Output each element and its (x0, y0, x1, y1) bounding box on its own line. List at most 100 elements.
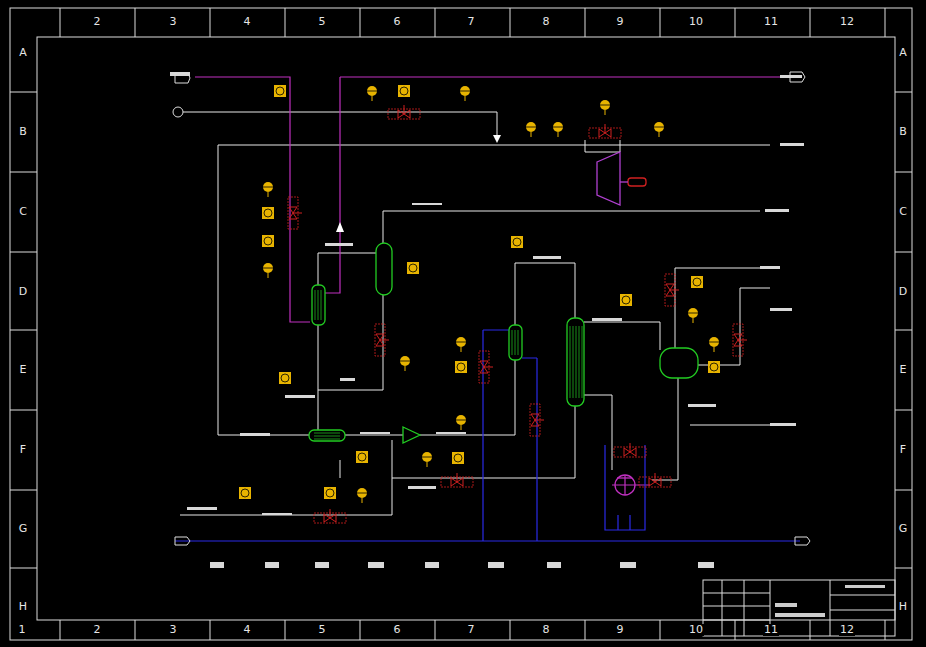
grid-reference: 3 (169, 16, 178, 28)
grid-reference: 12 (839, 624, 855, 636)
grid-reference: 4 (243, 16, 252, 28)
process-lines (318, 253, 376, 285)
process-lines (584, 395, 612, 470)
line-tags (425, 562, 439, 568)
grid-reference: F (899, 444, 907, 456)
grid-reference: H (18, 601, 28, 613)
equipment (309, 430, 345, 441)
valves (614, 443, 646, 457)
compressor (620, 181, 628, 182)
blue-lines (175, 540, 800, 541)
grid-reference: 2 (93, 16, 102, 28)
line-tags (412, 203, 442, 205)
process-lines (675, 268, 760, 348)
line-tags (620, 562, 636, 568)
equipment (512, 330, 518, 355)
equipment (376, 243, 392, 295)
grid-reference: 10 (688, 624, 704, 636)
instruments (274, 85, 286, 97)
grid-reference: 6 (393, 16, 402, 28)
grid-reference: 11 (763, 624, 779, 636)
line-tags (175, 537, 190, 545)
line-tags (173, 107, 183, 117)
grid-reference: 10 (688, 16, 704, 28)
line-tags (770, 423, 796, 426)
instruments (456, 337, 466, 352)
line-tags (408, 486, 436, 489)
process-lines (585, 140, 620, 152)
grid-reference: 5 (318, 624, 327, 636)
grid-reference: 7 (467, 624, 476, 636)
line-tags (285, 395, 315, 398)
title-block (703, 580, 895, 636)
grid-reference: 8 (542, 624, 551, 636)
instruments (511, 236, 523, 248)
instruments (654, 122, 664, 137)
title-block (845, 585, 885, 588)
instruments (708, 361, 720, 373)
magenta-lines (195, 77, 310, 322)
valves (375, 324, 389, 356)
line-tags (488, 562, 504, 568)
valves (314, 509, 346, 523)
grid-reference: 2 (93, 624, 102, 636)
valves (288, 105, 747, 523)
grid-reference: 11 (763, 16, 779, 28)
grid-reference: 5 (318, 16, 327, 28)
instruments (600, 100, 610, 115)
grid-reference: C (18, 206, 28, 218)
process-lines (345, 435, 403, 436)
sheet-frame (10, 8, 912, 640)
equipment (403, 427, 420, 443)
grid-reference: 9 (616, 624, 625, 636)
equipment (509, 325, 522, 360)
instruments (324, 487, 336, 499)
instruments (356, 451, 368, 463)
line-tags (436, 432, 466, 434)
grid-reference: B (898, 126, 908, 138)
line-tags (315, 562, 329, 568)
sheet-frame (10, 8, 912, 640)
blue-lines (483, 330, 509, 541)
magenta-lines (325, 77, 340, 293)
title-block (775, 603, 797, 607)
instruments (263, 263, 273, 278)
line-tags (592, 318, 622, 321)
equipment (314, 433, 340, 439)
line-tags (175, 73, 190, 83)
line-tags (360, 432, 390, 434)
line-tags (240, 433, 270, 436)
process-lines (180, 112, 770, 515)
line-tags (187, 507, 217, 510)
valves (388, 105, 420, 119)
process-lines (383, 211, 760, 243)
instruments (357, 488, 367, 503)
line-tags (795, 537, 810, 545)
line-tags (790, 72, 805, 82)
compressor (628, 178, 646, 186)
grid-reference: 3 (169, 624, 178, 636)
instruments (239, 85, 720, 503)
blue-lines (175, 330, 800, 541)
line-tags (765, 209, 789, 212)
valves (288, 197, 302, 229)
instruments (553, 122, 563, 137)
line-tags (533, 256, 561, 259)
valves (530, 404, 544, 436)
instruments (400, 356, 410, 371)
sheet-frame (37, 37, 895, 620)
grid-reference: A (18, 47, 28, 59)
compressor (597, 152, 646, 495)
title-block (703, 580, 895, 636)
magenta-lines (195, 77, 780, 495)
instruments (239, 487, 251, 499)
line-tags (760, 266, 780, 269)
compressor (617, 477, 632, 478)
instruments (452, 452, 464, 464)
compressor (597, 152, 620, 205)
process-lines (420, 360, 515, 435)
instruments (526, 122, 536, 137)
instruments (620, 294, 632, 306)
